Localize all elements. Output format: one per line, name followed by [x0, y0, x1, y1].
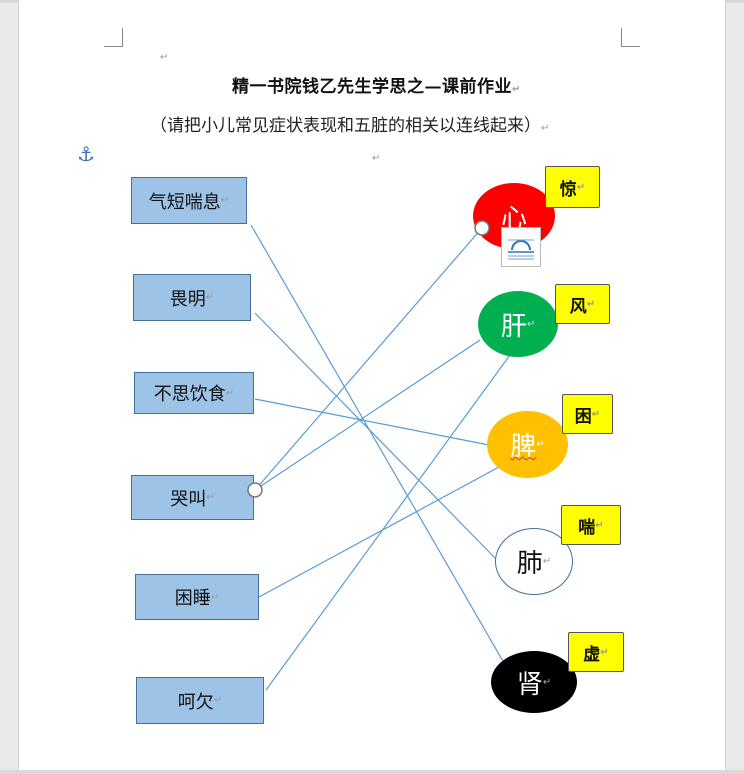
document-title-text: 精一书院钱乙先生学思之—课前作业 — [232, 77, 512, 97]
organ-spleen-circle[interactable]: 脾↵ — [487, 411, 568, 478]
organ-tag-liver[interactable]: 风↵ — [555, 284, 610, 324]
document-subtitle[interactable]: （请把小儿常见症状表现和五脏的相关以连线起来）↵ — [150, 111, 549, 136]
symptom-box-shortness-of-breath[interactable]: 气短喘息↵ — [131, 177, 247, 224]
paragraph-mark: ↵ — [586, 298, 596, 310]
paragraph-mark: ↵ — [536, 439, 545, 450]
connector-line[interactable] — [254, 339, 481, 491]
connector-line[interactable] — [250, 224, 516, 683]
symptom-box-yawning[interactable]: 呵欠↵ — [136, 677, 264, 724]
organ-lung-circle[interactable]: 肺↵ — [495, 528, 573, 595]
tag-label: 困 — [574, 406, 592, 427]
tag-label: 虚 — [583, 644, 601, 665]
paragraph-mark: ↵ — [526, 318, 536, 330]
symptom-box-photophobia[interactable]: 畏明↵ — [133, 274, 251, 321]
paragraph-mark: ↵ — [541, 123, 550, 134]
symptom-label: 气短喘息 — [148, 191, 221, 213]
paragraph-mark: ↵ — [591, 408, 601, 420]
layout-options-icon[interactable] — [501, 227, 541, 267]
symptom-label: 困睡 — [174, 588, 211, 609]
organ-label: 肾 — [516, 669, 543, 700]
organ-liver-circle[interactable]: 肝↵ — [478, 291, 558, 357]
paragraph-mark: ↵ — [576, 181, 586, 193]
symptom-box-poor-appetite[interactable]: 不思饮食↵ — [134, 372, 254, 414]
paragraph-mark: ↵ — [542, 556, 552, 567]
paragraph-mark: ↵ — [600, 646, 609, 658]
paragraph-mark: ↵ — [206, 492, 215, 503]
tag-label: 风 — [569, 296, 587, 317]
paragraph-mark: ↵ — [160, 52, 169, 63]
symptom-label: 哭叫 — [170, 488, 207, 510]
symptom-box-drowsiness[interactable]: 困睡↵ — [135, 574, 259, 620]
line-start-handle[interactable] — [474, 220, 490, 236]
symptom-label: 不思饮食 — [153, 384, 226, 405]
paragraph-mark: ↵ — [210, 591, 220, 603]
organ-label: 肺 — [516, 549, 543, 579]
organ-label: 脾 — [510, 432, 537, 462]
organ-tag-heart[interactable]: 惊↵ — [545, 166, 600, 208]
organ-tag-spleen[interactable]: 困↵ — [562, 394, 613, 434]
connector-line[interactable] — [254, 227, 483, 491]
organ-label: 肝 — [500, 311, 527, 342]
paragraph-mark: ↵ — [512, 84, 521, 95]
connector-line[interactable] — [265, 354, 511, 691]
margin-corner-top-left — [104, 28, 123, 47]
paragraph-mark: ↵ — [205, 292, 215, 303]
anchor-icon[interactable]: ⚓ — [77, 142, 95, 166]
connector-line[interactable] — [254, 312, 498, 561]
document-subtitle-text: （请把小儿常见症状表现和五脏的相关以连线起来） — [150, 116, 541, 136]
symptom-label: 畏明 — [169, 288, 206, 310]
margin-corner-top-right — [621, 28, 640, 47]
organ-tag-lung[interactable]: 喘↵ — [561, 505, 621, 545]
symptom-box-crying[interactable]: 哭叫↵ — [131, 475, 254, 520]
connector-line[interactable] — [258, 460, 511, 598]
symptom-label: 呵欠 — [177, 691, 214, 713]
paragraph-mark: ↵ — [542, 676, 552, 688]
document-title[interactable]: 精一书院钱乙先生学思之—课前作业↵ — [232, 72, 521, 97]
organ-tag-kidney[interactable]: 虚↵ — [568, 632, 624, 672]
organ-kidney-circle[interactable]: 肾↵ — [491, 651, 577, 713]
paragraph-mark: ↵ — [213, 695, 223, 706]
paragraph-mark: ↵ — [372, 153, 381, 164]
paragraph-mark: ↵ — [225, 387, 235, 399]
paragraph-mark: ↵ — [595, 519, 604, 531]
line-end-handle[interactable] — [247, 482, 263, 498]
tag-label: 喘 — [578, 517, 596, 538]
paragraph-mark: ↵ — [220, 195, 230, 206]
bottom-edge — [0, 770, 744, 774]
tag-label: 惊 — [559, 179, 577, 200]
